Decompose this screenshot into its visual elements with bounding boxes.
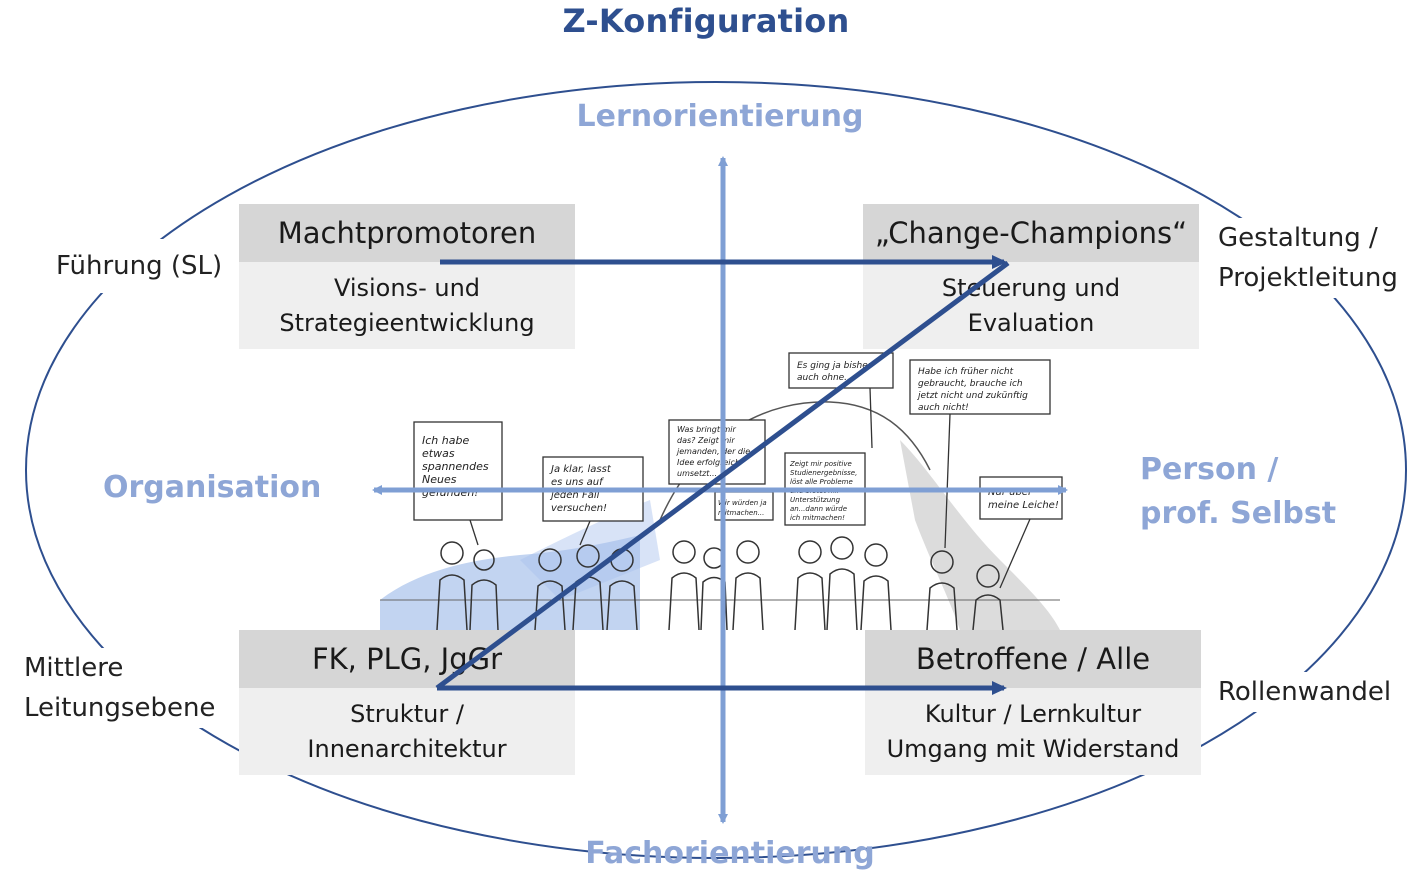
speech-bubble-line: Zeigt mir positive <box>789 460 852 468</box>
side-label-bottom-left-line1: Mittlere <box>24 653 124 683</box>
axis-label-left: Organisation <box>103 470 322 505</box>
speech-bubble-line: Habe ich früher nicht <box>918 367 1014 377</box>
axis-label-top: Lernorientierung <box>576 99 864 134</box>
box-betroffene-alle: Betroffene / Alle Kultur / Lernkultur Um… <box>865 630 1201 775</box>
box-body: Kultur / Lernkultur Umgang mit Widerstan… <box>865 688 1201 775</box>
speech-bubble-line: es uns auf <box>551 477 604 488</box>
box-head: FK, PLG, JgGr <box>239 630 575 688</box>
box-body: Struktur / Innenarchitektur <box>239 688 575 775</box>
box-body: Steuerung und Evaluation <box>863 262 1199 349</box>
speech-bubble-line: spannendes <box>422 460 489 473</box>
side-label-top-right: Gestaltung / Projektleitung <box>1204 218 1412 298</box>
box-head: Betroffene / Alle <box>865 630 1201 688</box>
speech-bubble-line: Neues <box>422 473 457 486</box>
speech-bubble-line: meine Leiche! <box>988 500 1059 511</box>
box-line: Umgang mit Widerstand <box>886 734 1180 763</box>
axis-label-right-line1: Person / <box>1140 452 1279 487</box>
box-body: Visions- und Strategieentwicklung <box>239 262 575 349</box>
speech-bubble-line: auch nicht! <box>918 403 969 413</box>
speech-bubble-line: Studienergebnisse, <box>790 469 857 477</box>
speech-bubble-line: Ja klar, lasst <box>549 464 612 475</box>
speech-bubble-line: löst alle Probleme <box>790 478 853 486</box>
side-label-bottom-left-line2: Leitungsebene <box>24 693 216 723</box>
side-label-bottom-left: Mittlere Leitungsebene <box>10 648 238 728</box>
speech-bubble-line: ich mitmachen! <box>790 514 845 522</box>
box-line: Evaluation <box>967 308 1095 337</box>
speech-bubble-line: etwas <box>422 447 455 460</box>
speech-bubble-line: jetzt nicht und zukünftig <box>916 391 1028 401</box>
box-line: Struktur / <box>350 699 464 728</box>
speech-bubble-line: auch ohne... <box>797 373 853 383</box>
speech-bubble-line: Es ging ja bisher <box>797 361 873 371</box>
speech-bubble-line: Idee erfolgreich <box>677 458 740 467</box>
box-line: Innenarchitektur <box>307 734 507 763</box>
box-machtpromotoren: Machtpromotoren Visions- und Strategieen… <box>239 204 575 349</box>
box-line: Kultur / Lernkultur <box>924 699 1142 728</box>
speech-bubble-line: umsetzt... <box>677 469 717 478</box>
axis-label-bottom: Fachorientierung <box>585 836 875 871</box>
box-line: Visions- und <box>333 273 481 302</box>
side-label-top-right-line1: Gestaltung / <box>1218 223 1378 253</box>
box-fk-plg-jggr: FK, PLG, JgGr Struktur / Innenarchitektu… <box>239 630 575 775</box>
axis-label-right: Person / prof. Selbst <box>1140 448 1336 536</box>
axis-label-right-line2: prof. Selbst <box>1140 496 1337 531</box>
box-head: Machtpromotoren <box>239 204 575 262</box>
side-label-bottom-right: Rollenwandel <box>1204 672 1412 712</box>
box-change-champions: „Change-Champions“ Steuerung und Evaluat… <box>863 204 1199 349</box>
outer-ellipse <box>25 81 1407 859</box>
speech-bubble-line: gebraucht, brauche ich <box>918 379 1023 389</box>
speech-bubble-line: Unterstützung <box>790 496 841 504</box>
speech-bubble-line: das? Zeigt mir <box>677 436 735 445</box>
speech-bubble-line: Was bringt mir <box>677 425 737 434</box>
box-line: Steuerung und <box>941 273 1121 302</box>
speech-bubble-line: versuchen! <box>551 503 607 514</box>
side-label-top-right-line2: Projektleitung <box>1218 263 1398 293</box>
diagram-title: Z-Konfiguration <box>562 2 850 40</box>
speech-bubble-line: an...dann würde <box>790 505 847 513</box>
speech-bubble-line: jemanden, der die <box>676 447 750 456</box>
side-label-top-left: Führung (SL) <box>42 239 232 293</box>
box-line: Strategieentwicklung <box>279 308 535 337</box>
box-head: „Change-Champions“ <box>863 204 1199 262</box>
speech-bubble-line: Ich habe <box>422 434 469 447</box>
